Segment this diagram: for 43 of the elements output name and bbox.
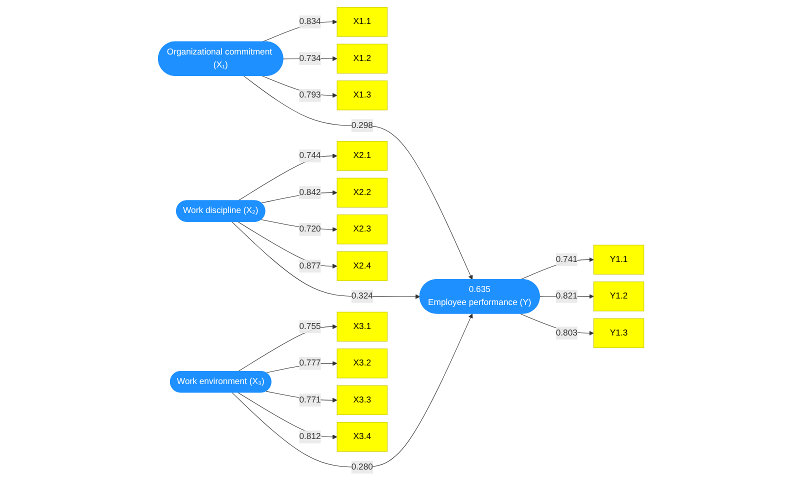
edge-label: 0.877 (299, 261, 321, 270)
arrow (265, 391, 338, 403)
node-box: X1.3 (336, 80, 388, 110)
arrow (238, 222, 338, 269)
arrow (232, 222, 420, 299)
edge-label: 0.834 (299, 17, 321, 26)
node-box: X2.2 (336, 178, 388, 208)
edge-label: 0.298 (351, 120, 373, 130)
arrow (520, 313, 594, 336)
node-box: X1.1 (336, 7, 388, 37)
node-box: X3.4 (336, 422, 388, 452)
arrow (238, 392, 338, 440)
arrow (520, 257, 594, 280)
edge-label: 0.821 (556, 292, 578, 301)
edge-label: 0.734 (299, 54, 321, 63)
edge-label: 0.755 (299, 322, 321, 332)
node-box: X2.3 (336, 214, 388, 244)
node-box: X2.1 (336, 141, 388, 171)
edge-label: 0.771 (299, 395, 321, 404)
node-box: Y1.2 (593, 282, 644, 312)
edge-label: 0.324 (351, 292, 373, 301)
edge-label: 0.812 (299, 432, 321, 442)
node-box: X3.1 (336, 312, 388, 342)
node-box: Y1.1 (593, 244, 644, 275)
node-box: X3.3 (336, 385, 388, 416)
edge-label: 0.793 (299, 90, 321, 100)
arrow (238, 324, 338, 372)
node-box: X3.2 (336, 348, 388, 378)
edge-label: 0.842 (299, 188, 321, 197)
edge-label: 0.744 (299, 151, 321, 160)
node-box: Y1.3 (593, 318, 644, 348)
arrow (243, 76, 473, 280)
edge-label: 0.280 (351, 462, 373, 472)
arrow (238, 154, 338, 202)
node-box: X1.2 (336, 44, 388, 74)
edge-label: 0.741 (556, 254, 578, 264)
arrow (265, 361, 338, 374)
node-box: X2.4 (336, 251, 388, 282)
arrow (262, 76, 338, 98)
edge-label: 0.803 (556, 328, 578, 338)
arrow (232, 314, 473, 468)
edge-label: 0.777 (299, 358, 321, 368)
edge-label: 0.720 (299, 224, 321, 234)
